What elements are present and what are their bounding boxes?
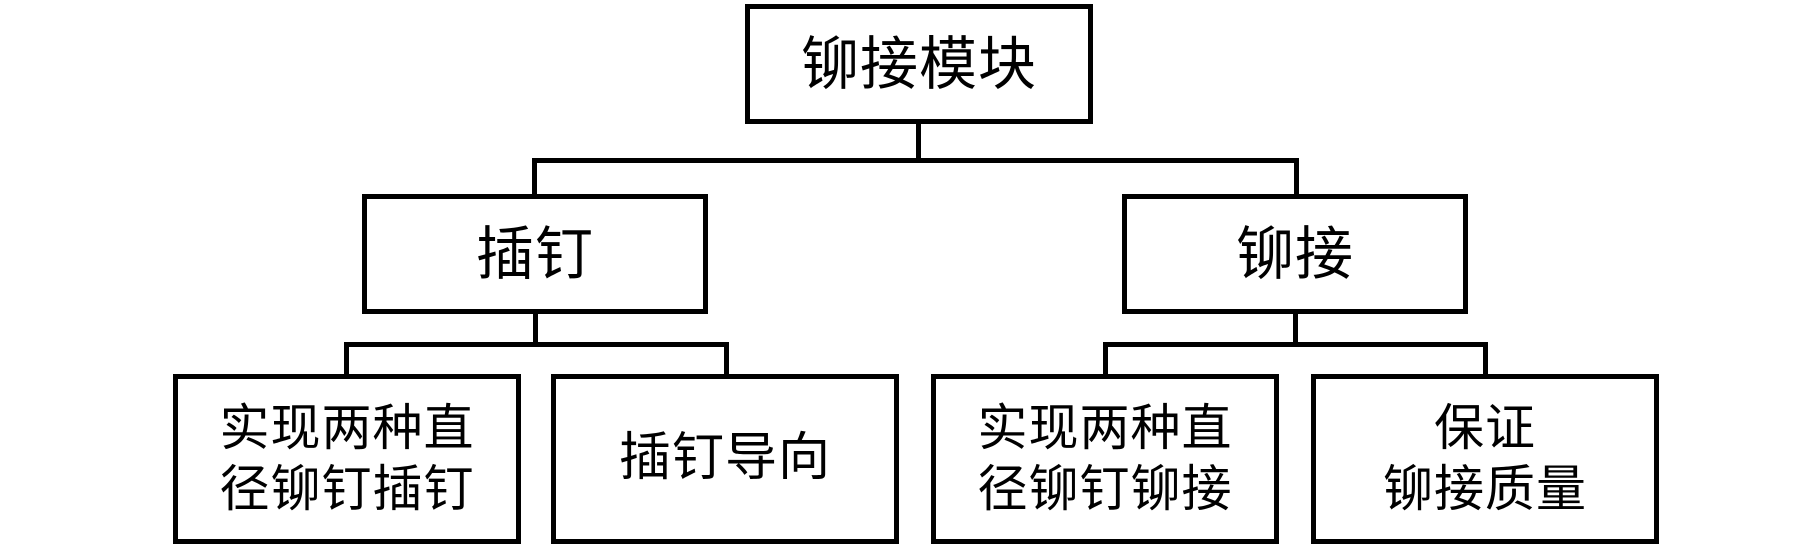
node-leaf-dual-diameter-insert: 实现两种直 径铆钉插钉 <box>173 374 521 544</box>
connector-right-bar <box>1103 342 1488 347</box>
connector-root-stem <box>916 124 921 160</box>
node-leaf-label: 插钉导向 <box>619 427 831 490</box>
node-leaf-line: 铆接质量 <box>1383 460 1587 518</box>
connector-right-child2-drop <box>1483 342 1488 374</box>
node-leaf-line: 保证 <box>1434 399 1536 457</box>
node-branch-insert-pin-label: 插钉 <box>475 219 594 288</box>
connector-left-bar <box>344 342 729 347</box>
node-branch-insert-pin: 插钉 <box>362 194 708 314</box>
node-leaf-line: 插钉导向 <box>618 428 831 489</box>
connector-left-child2-drop <box>724 342 729 374</box>
connector-left-drop <box>532 158 537 194</box>
node-leaf-insert-guide: 插钉导向 <box>551 374 899 544</box>
connector-right-drop <box>1294 158 1299 194</box>
node-leaf-label: 保证 铆接质量 <box>1383 398 1587 520</box>
node-leaf-line: 径铆钉插钉 <box>219 460 475 518</box>
node-leaf-line: 实现两种直 <box>977 399 1233 457</box>
node-branch-rivet-label: 铆接 <box>1235 219 1354 288</box>
node-leaf-line: 径铆钉铆接 <box>977 460 1233 518</box>
node-leaf-label: 实现两种直 径铆钉插钉 <box>220 398 475 520</box>
connector-left-child1-drop <box>344 342 349 374</box>
node-leaf-dual-diameter-rivet: 实现两种直 径铆钉铆接 <box>931 374 1279 544</box>
node-branch-rivet: 铆接 <box>1122 194 1468 314</box>
connector-root-bar <box>532 158 1299 163</box>
connector-right-stem <box>1293 314 1298 344</box>
connector-right-child1-drop <box>1103 342 1108 374</box>
node-leaf-label: 实现两种直 径铆钉铆接 <box>978 398 1233 520</box>
node-root-label: 铆接模块 <box>800 29 1037 98</box>
node-leaf-line: 实现两种直 <box>219 399 475 457</box>
node-root: 铆接模块 <box>745 4 1093 124</box>
connector-left-stem <box>533 314 538 344</box>
node-leaf-rivet-quality: 保证 铆接质量 <box>1311 374 1659 544</box>
